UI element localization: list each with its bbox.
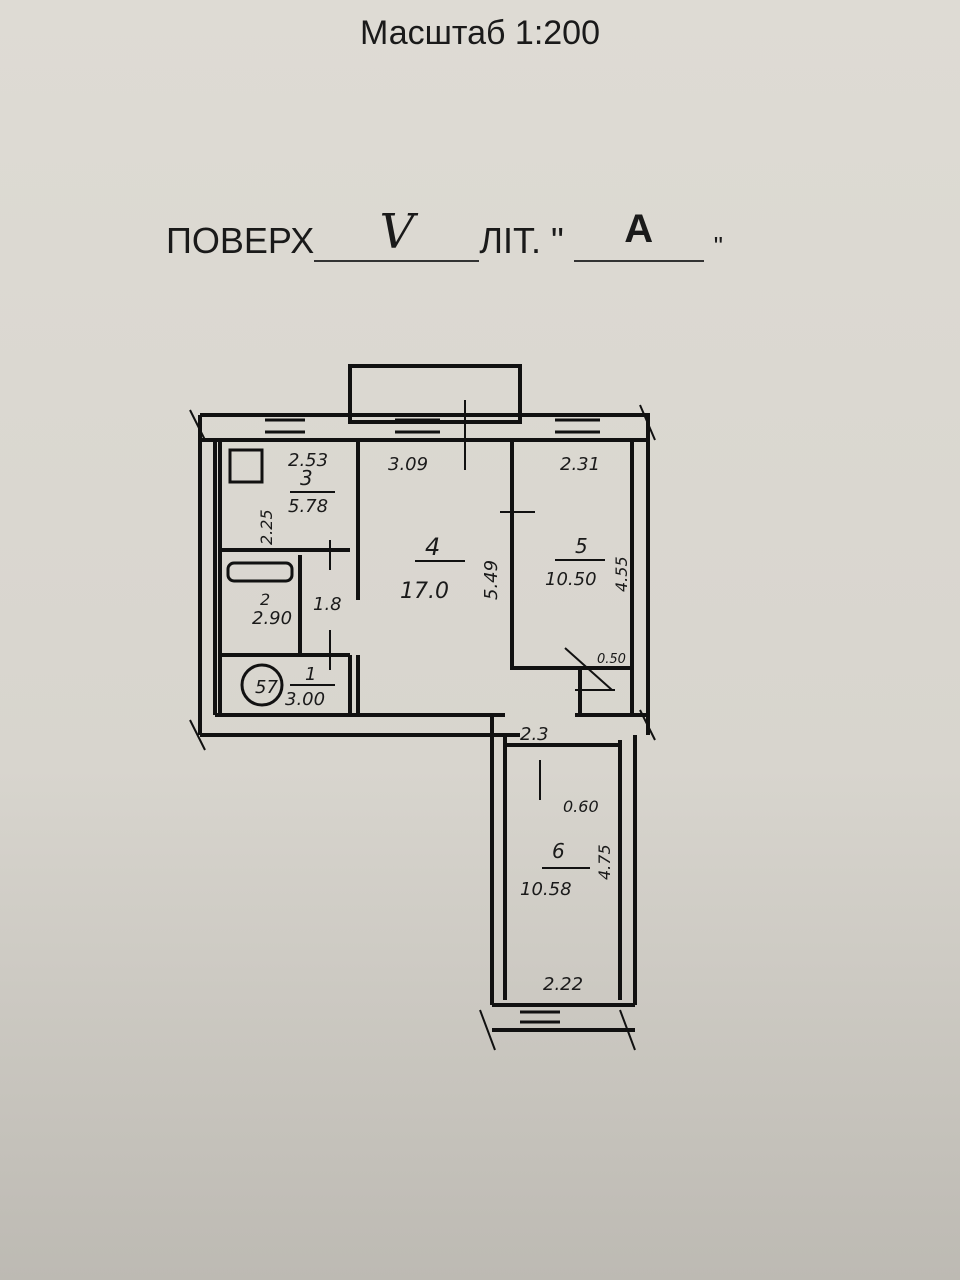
room-corridor-area: 1.8: [313, 594, 342, 615]
balcony: [348, 364, 522, 424]
room-6-area: 10.58: [520, 879, 572, 900]
liter-label: ЛІТ. ": [479, 220, 564, 261]
room-5-width: 2.31: [560, 454, 600, 475]
room-3-area: 5.78: [288, 496, 328, 517]
room-2-number: 2: [260, 590, 270, 609]
liter-field: A: [573, 207, 704, 262]
hall-area: 2.3: [520, 724, 549, 745]
fixtures: [226, 448, 294, 707]
room-5-area: 10.50: [545, 569, 597, 590]
room-4-length: 5.49: [481, 560, 502, 600]
closet-2-area: 0.60: [563, 797, 599, 816]
floor-label: ПОВЕРХ: [166, 220, 315, 261]
room-1-number: 1: [305, 664, 316, 685]
windows: [265, 418, 600, 1024]
room-6-number: 6: [552, 839, 565, 863]
riser-label: 57: [255, 677, 278, 698]
room-4-width: 3.09: [388, 454, 428, 475]
room-5-length: 4.55: [612, 556, 631, 592]
bathtub-icon: [226, 561, 294, 583]
floor-value: V: [379, 204, 415, 260]
room-4-number: 4: [425, 533, 440, 561]
scale-label: Масштаб 1:200: [360, 14, 600, 52]
floor-field: V: [314, 204, 480, 262]
room-1-area: 3.00: [285, 689, 325, 710]
floor-line: ПОВЕРХ V ЛІТ. " A ": [166, 204, 723, 262]
riser-icon: [240, 663, 284, 707]
room-3-length: 2.25: [257, 509, 276, 545]
stove-icon: [228, 448, 264, 484]
room-5-number: 5: [575, 534, 588, 558]
liter-close: ": [713, 231, 723, 261]
room-2-area: 2.90: [252, 608, 292, 629]
door-marks: [189, 400, 656, 1051]
closet-area: 0.50: [597, 652, 626, 667]
walls: [198, 364, 650, 1032]
room-3-number: 3: [300, 466, 313, 490]
room-6-width: 2.22: [543, 974, 583, 995]
room-3-width: 2.53: [288, 450, 328, 471]
room-6-length: 4.75: [595, 844, 614, 880]
room-4-area: 17.0: [400, 579, 449, 604]
liter-value: A: [624, 207, 654, 251]
